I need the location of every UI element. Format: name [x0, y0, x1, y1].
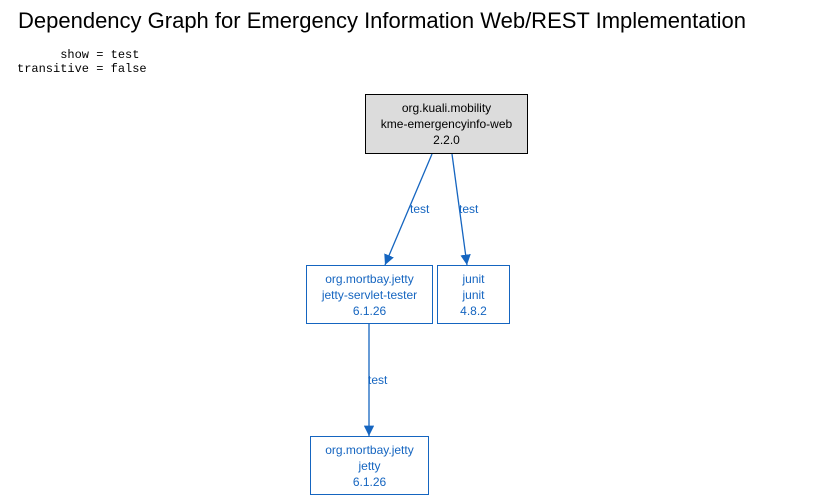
node-group: org.mortbay.jetty [325, 271, 414, 286]
node-version: 4.8.2 [460, 303, 487, 318]
node-jetty-servlet-tester[interactable]: org.mortbay.jetty jetty-servlet-tester 6… [306, 265, 433, 324]
node-kme-emergencyinfo-web[interactable]: org.kuali.mobility kme-emergencyinfo-web… [365, 94, 528, 154]
node-group: junit [462, 271, 485, 286]
param-show: show = test [17, 48, 140, 62]
edge-label-root-to-servlet-tester: test [410, 202, 430, 216]
node-version: 2.2.0 [433, 133, 460, 147]
node-artifact: jetty-servlet-tester [321, 287, 418, 302]
node-artifact: jetty [358, 458, 381, 473]
page-title: Dependency Graph for Emergency Informati… [18, 8, 746, 33]
node-jetty[interactable]: org.mortbay.jetty jetty 6.1.26 [310, 436, 429, 495]
node-junit[interactable]: junit junit 4.8.2 [437, 265, 510, 324]
edge-root-to-junit [451, 153, 471, 266]
graph-parameters: show = test transitive = false [17, 48, 147, 76]
node-group: org.kuali.mobility [401, 101, 492, 115]
edge-root-to-servlet-tester [384, 153, 433, 266]
node-group: org.mortbay.jetty [325, 442, 414, 457]
node-artifact: junit [462, 287, 485, 302]
node-artifact: kme-emergencyinfo-web [380, 117, 513, 131]
node-version: 6.1.26 [352, 474, 387, 489]
edge-label-root-to-junit: test [459, 202, 479, 216]
param-transitive: transitive = false [17, 62, 147, 76]
node-version: 6.1.26 [352, 303, 387, 318]
edge-label-servlet-tester-to-jetty: test [368, 373, 388, 387]
